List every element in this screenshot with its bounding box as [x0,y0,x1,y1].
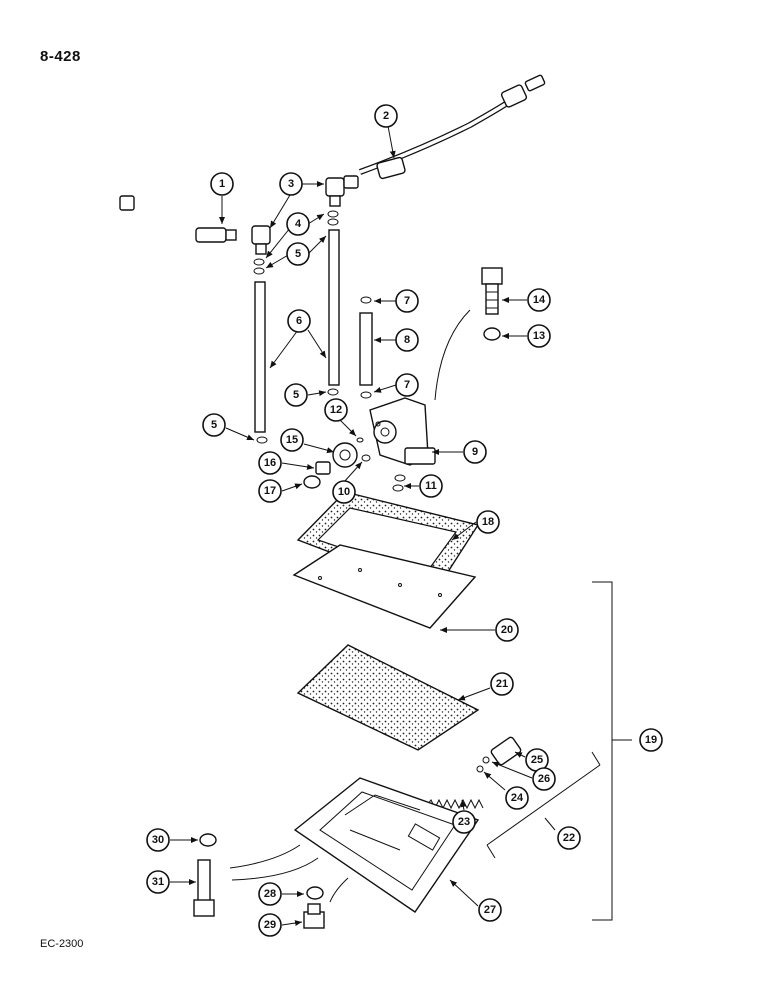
svg-text:5: 5 [295,248,301,260]
callout-23: 23 [452,799,476,834]
callout-17: 17 [258,479,303,503]
callout-16: 16 [258,451,315,475]
callout-21: 21 [457,672,514,701]
callout-18: 18 [451,510,500,541]
callout-14: 14 [502,288,551,312]
svg-text:25: 25 [531,754,543,766]
callout-5a: 5 [265,235,327,269]
svg-text:24: 24 [511,792,524,804]
assembly-bracket [486,581,632,921]
svg-text:19: 19 [645,734,657,746]
bolt-and-washer [434,267,503,401]
callout-20: 20 [440,618,519,642]
svg-text:23: 23 [458,816,470,828]
callout-30: 30 [146,828,198,852]
svg-text:14: 14 [533,294,546,306]
callout-27: 27 [449,879,502,922]
callout-19: 19 [639,728,663,752]
tube-short [359,296,373,399]
elbow-fitting [251,175,359,255]
gasket-plate [296,644,480,751]
callout-12: 12 [324,398,357,437]
callout-3: 3 [269,172,324,229]
callouts: 1 2 3 4 5 6 5 5 7 8 7 9 10 11 12 13 14 1… [146,104,663,937]
svg-text:9: 9 [472,446,478,458]
callout-13: 13 [502,324,551,348]
page-number: 8-428 [40,48,81,65]
svg-text:17: 17 [264,485,276,497]
svg-text:15: 15 [286,434,298,446]
svg-text:11: 11 [425,480,437,492]
svg-text:5: 5 [211,419,217,431]
svg-text:8: 8 [404,334,410,346]
o-rings [253,210,339,444]
pump-body [369,397,436,466]
svg-text:4: 4 [295,218,302,230]
callout-22: 22 [544,817,581,850]
separator-plate [292,544,477,629]
callout-28: 28 [258,882,304,906]
svg-text:13: 13 [533,330,545,342]
svg-text:18: 18 [482,516,494,528]
svg-text:26: 26 [538,773,550,785]
svg-text:28: 28 [264,888,276,900]
gear-and-nuts [303,442,358,489]
callout-29: 29 [258,913,303,937]
callout-6: 6 [269,309,327,369]
callout-11: 11 [404,474,443,498]
svg-text:3: 3 [288,178,294,190]
svg-text:5: 5 [293,389,299,401]
tubes [254,229,340,433]
svg-text:7: 7 [404,295,410,307]
lower-fasteners [193,833,349,929]
svg-text:7: 7 [404,379,410,391]
svg-text:27: 27 [484,904,496,916]
svg-text:30: 30 [152,834,164,846]
drawing-code: EC-2300 [40,938,84,950]
valve-body [293,777,480,913]
svg-text:29: 29 [264,919,276,931]
callout-4: 4 [265,212,325,259]
callout-26: 26 [491,761,556,791]
callout-2: 2 [374,104,398,159]
svg-text:16: 16 [264,457,276,469]
callout-31: 31 [146,870,196,894]
svg-text:21: 21 [496,678,508,690]
callout-5c: 5 [202,413,255,441]
callout-10: 10 [332,461,363,504]
callout-1: 1 [210,172,234,224]
svg-text:6: 6 [296,315,302,327]
callout-15: 15 [280,428,335,454]
svg-text:22: 22 [563,832,575,844]
callout-5b: 5 [284,383,327,407]
callout-24: 24 [483,771,529,810]
svg-text:1: 1 [219,178,225,190]
callout-7a: 7 [374,289,419,313]
svg-text:12: 12 [330,404,342,416]
callout-7b: 7 [373,373,419,397]
svg-text:20: 20 [501,624,513,636]
hydraulic-line-top [358,74,546,180]
svg-text:31: 31 [152,876,164,888]
callout-8: 8 [374,328,419,352]
svg-text:10: 10 [338,486,350,498]
hydraulic-line-left [119,174,237,243]
svg-text:2: 2 [383,110,389,122]
small-o-rings [356,437,406,492]
callout-9: 9 [432,440,487,464]
